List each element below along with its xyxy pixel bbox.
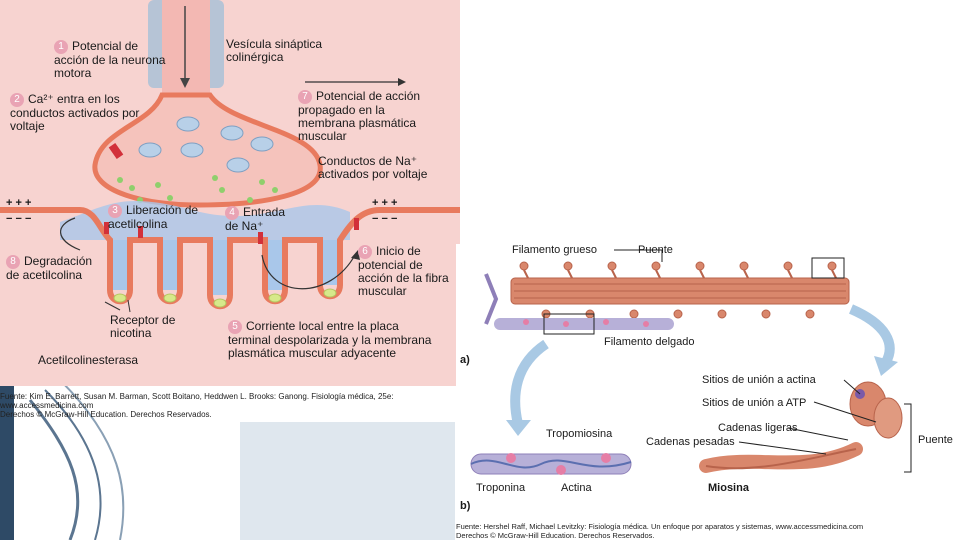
thin-filament (494, 318, 674, 330)
zoom-box-actin (543, 313, 595, 335)
nicotinic-receptors (104, 218, 359, 244)
nmj-credit-line1: Fuente: Kim E. Barrett, Susan M. Barman,… (0, 392, 394, 401)
svg-text:+ + +: + + + (372, 197, 397, 209)
label-panel-a: a) (460, 354, 470, 366)
svg-text:− − −: − − − (372, 213, 397, 225)
cross-bridges (519, 261, 837, 319)
synaptic-vesicles (138, 116, 274, 173)
ca-channel (108, 142, 124, 160)
svg-text:+ + +: + + + (6, 197, 31, 209)
nmj-illustration: + + + − − − + + + − − − (0, 0, 460, 313)
label-heavy-chains: Cadenas pesadas (646, 436, 735, 448)
acetylcholinesterase (113, 288, 337, 308)
sarcomere-diagram: Filamento grueso Puente Filamento delgad… (456, 244, 960, 540)
nmj-credit: Fuente: Kim E. Barrett, Susan M. Barman,… (0, 392, 470, 419)
label-receptor: Receptor de nicotina (110, 313, 176, 340)
actin-filament (470, 453, 632, 475)
label-light-chains: Cadenas ligeras (718, 422, 798, 434)
z-line (484, 273, 499, 325)
nmj-credit-line3: Derechos © McGraw-Hill Education. Derech… (0, 410, 212, 419)
presynaptic-terminal (92, 92, 323, 208)
label-atp-sites: Sitios de unión a ATP (702, 397, 807, 409)
zoom-box-bridge (811, 257, 845, 279)
label-thin-filament: Filamento delgado (604, 336, 695, 348)
thick-filament (510, 277, 850, 305)
nmj-credit-line2: www.accessmedicina.com (0, 401, 94, 410)
sarcomere-credit: Fuente: Hershel Raff, Michael Levitzky: … (456, 522, 956, 540)
label-troponin: Troponina (476, 482, 526, 494)
label-bridge: Puente (638, 244, 673, 256)
label-actin-sites: Sitios de unión a actina (702, 374, 816, 386)
label-actin: Actina (561, 482, 592, 494)
label-thick-filament: Filamento grueso (512, 244, 597, 256)
sarcomere-credit-line1: Fuente: Hershel Raff, Michael Levitzky: … (456, 522, 864, 531)
synaptic-cleft (60, 200, 350, 240)
sarcomere-illustration (470, 249, 912, 475)
slide-panel (240, 422, 455, 540)
slide-decoration (0, 380, 125, 540)
label-ache: Acetilcolinesterasa (38, 353, 139, 367)
label-myosin: Miosina (708, 482, 749, 494)
label-na-channels: Conductos de Na⁺ activados por voltaje (318, 154, 428, 181)
label-panel-b: b) (460, 500, 471, 512)
junctional-folds (113, 240, 337, 295)
sarcomere-credit-line2: Derechos © McGraw-Hill Education. Derech… (456, 531, 655, 540)
label-tropomyosin: Tropomiosina (546, 428, 613, 440)
label-vesicle: Vesícula sináptica colinérgica (226, 37, 323, 64)
svg-text:− − −: − − − (6, 213, 31, 225)
label-bridge-right: Puente (918, 434, 953, 446)
